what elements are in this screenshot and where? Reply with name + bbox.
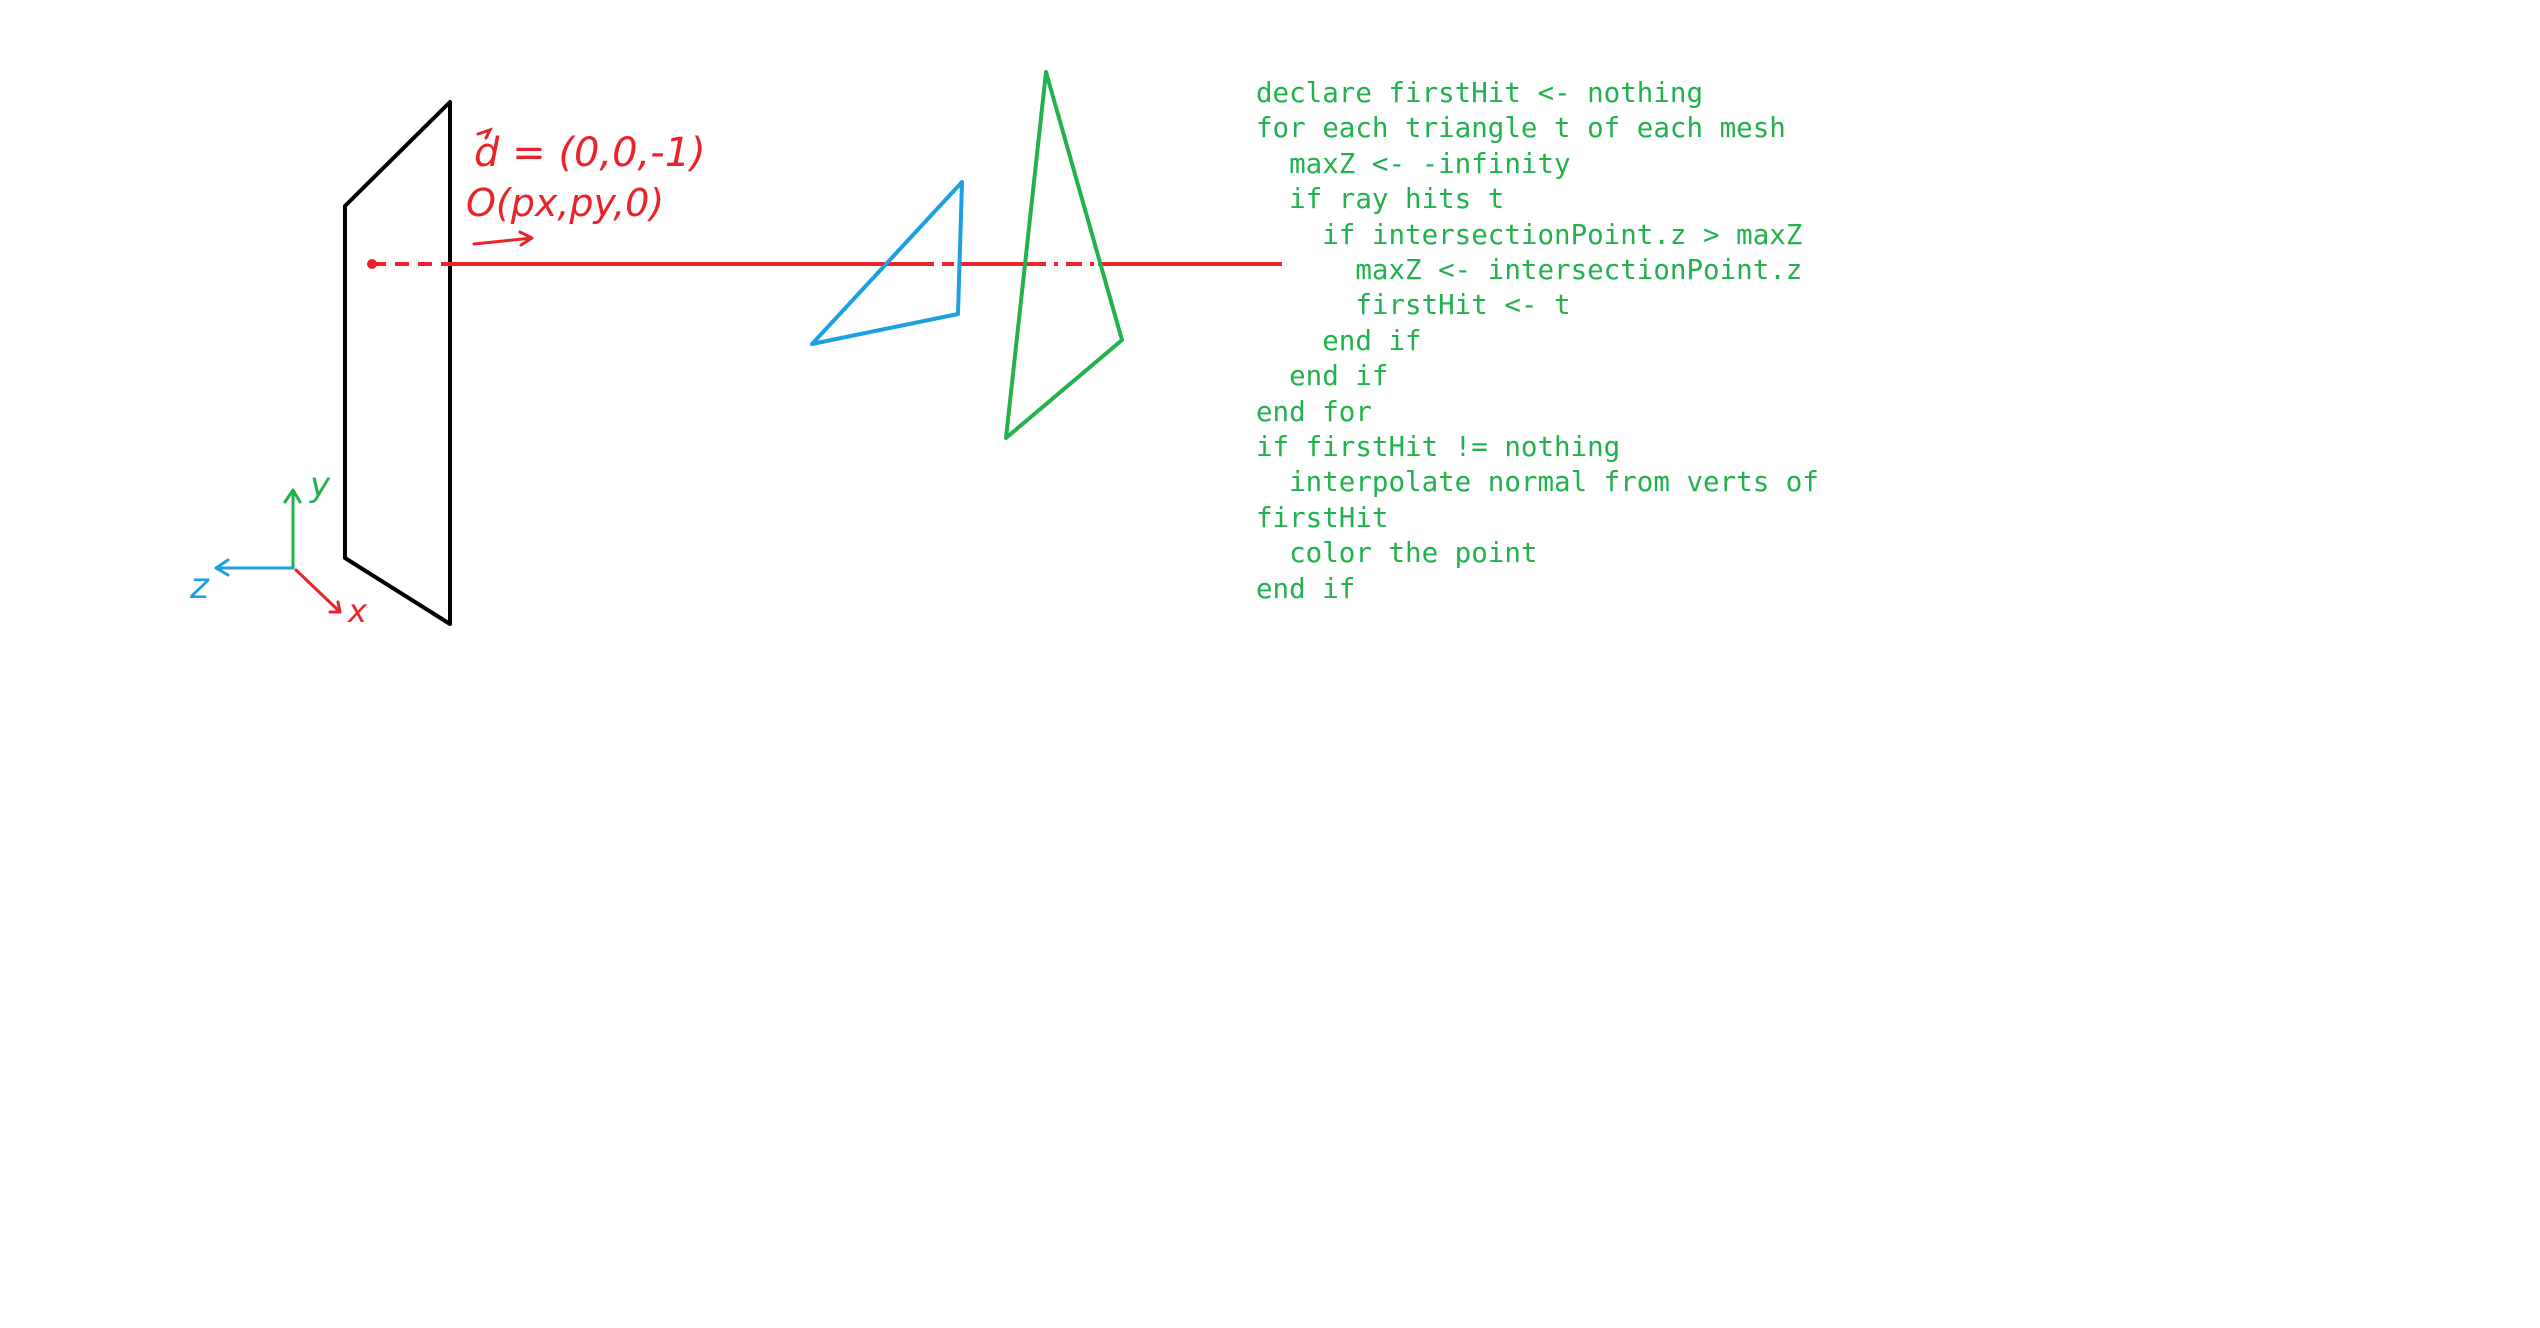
code-line: maxZ <- intersectionPoint.z (1256, 254, 1803, 287)
code-line: for each triangle t of each mesh (1256, 112, 1786, 145)
ray-origin-point (367, 259, 377, 269)
code-line: end if (1256, 360, 1389, 393)
vector-arrow-icon (476, 127, 493, 140)
ray-direction-label: d = (0,0,-1) (474, 130, 706, 176)
code-line: end if (1256, 324, 1422, 357)
code-line: if intersectionPoint.z > maxZ (1256, 218, 1803, 251)
y-axis-label: y (309, 465, 331, 505)
code-line: end for (1256, 395, 1372, 428)
code-line: firstHit (1256, 501, 1389, 534)
code-line: interpolate normal from verts of (1256, 466, 1819, 499)
code-line: if firstHit != nothing (1256, 431, 1621, 464)
blue-triangle (810, 180, 964, 346)
y-axis-arrow (283, 488, 302, 570)
code-line: if ray hits t (1256, 183, 1505, 216)
ray-origin-label: O(px,py,0) (466, 181, 664, 225)
z-axis-label: z (189, 566, 210, 607)
x-axis-arrow (294, 568, 342, 614)
code-line: declare firstHit <- nothing (1256, 77, 1704, 109)
axes-gizmo: y z x (189, 465, 368, 630)
x-axis-label: x (347, 592, 368, 630)
image-plane (343, 100, 452, 626)
z-axis-arrow (214, 558, 295, 577)
code-line: firstHit <- t (1256, 289, 1571, 322)
code-line: color the point (1256, 537, 1538, 570)
code-line: maxZ <- -infinity (1256, 147, 1571, 180)
code-line: end if (1256, 572, 1356, 605)
direction-arrow-icon (472, 230, 534, 247)
green-triangle (1004, 70, 1124, 440)
